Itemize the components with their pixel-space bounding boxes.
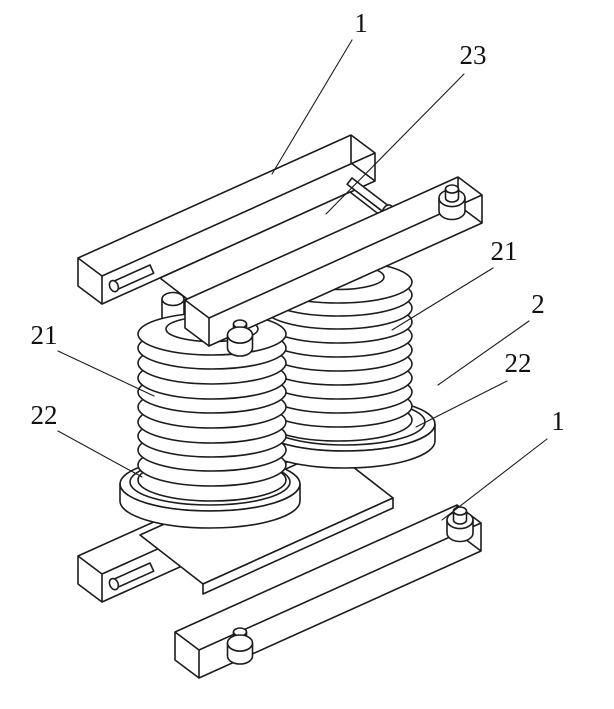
lower-plate-edge — [202, 497, 394, 595]
bolt-head-top — [226, 634, 254, 652]
reference-labels: 1 23 21 2 22 1 21 22 — [31, 8, 565, 436]
ref-label-22-left: 22 — [31, 400, 58, 430]
bolt-head-top — [226, 326, 254, 344]
leader-lines — [57, 39, 548, 521]
upper-rear-rail — [77, 134, 376, 305]
ref-label-1-bottom-right: 1 — [551, 406, 565, 436]
seat-left-band — [119, 483, 301, 529]
upper-front-rail-group — [184, 176, 483, 357]
upper-front-rail — [184, 176, 483, 347]
seat-right-band — [254, 423, 436, 469]
ref-label-21-left: 21 — [31, 320, 58, 350]
lower-front-rail-group — [174, 504, 482, 679]
lower-front-rail — [174, 504, 482, 679]
bolt-lower-left — [226, 627, 254, 665]
upper-left-pin-end — [108, 279, 120, 293]
bolt-upper-right — [438, 184, 466, 221]
bolt-lower-right — [446, 506, 474, 543]
drawing-root: 1 23 21 2 22 1 21 22 — [31, 8, 565, 679]
lower-left-pin-end — [108, 577, 120, 591]
ref-label-23: 23 — [460, 40, 487, 70]
spring-top-boss-cap — [161, 291, 185, 307]
ref-label-1-top: 1 — [354, 8, 368, 38]
ref-label-21-right: 21 — [491, 236, 518, 266]
ref-label-22-right: 22 — [505, 348, 532, 378]
ref-label-2: 2 — [531, 289, 545, 319]
bolt-upper-left — [226, 319, 254, 357]
bolt-stub-top — [444, 184, 460, 194]
bolt-stub-top — [452, 506, 468, 516]
